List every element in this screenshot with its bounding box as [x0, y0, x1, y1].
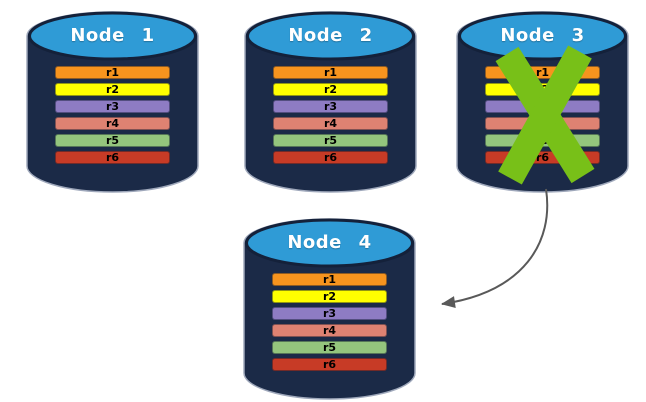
replica-bar-r5: r5: [272, 341, 387, 354]
replica-bar-r2: r2: [273, 83, 388, 96]
replica-bar-r4: r4: [272, 324, 387, 337]
replica-bar-r3: r3: [55, 100, 170, 113]
node-1: Node 1 r1 r2 r3 r4 r5 r6: [25, 8, 200, 198]
replica-stack: r1 r2 r3 r4 r5 r6: [55, 66, 170, 168]
replica-stack: r1 r2 r3 r4 r5 r6: [272, 273, 387, 375]
replica-bar-r6: r6: [272, 358, 387, 371]
cylinder-top: [28, 11, 197, 61]
replica-bar-r3: r3: [273, 100, 388, 113]
node-4: Node 4 r1 r2 r3 r4 r5 r6: [242, 215, 417, 402]
replica-bar-r6: r6: [55, 151, 170, 164]
cylinder-top: [246, 11, 415, 61]
replica-bar-r4: r4: [273, 117, 388, 130]
node-3-failed: Node 3 r1 r2 r3 r4 r5 r6: [455, 8, 630, 198]
replica-bar-r5: r5: [273, 134, 388, 147]
node-title: Node 4: [287, 232, 372, 253]
replica-bar-r5: r5: [55, 134, 170, 147]
replica-bar-r2: r2: [272, 290, 387, 303]
x-icon: [495, 45, 595, 185]
replica-bar-r1: r1: [273, 66, 388, 79]
node-title: Node 1: [70, 25, 155, 46]
node-title: Node 2: [288, 25, 373, 46]
replica-bar-r2: r2: [55, 83, 170, 96]
replica-stack: r1 r2 r3 r4 r5 r6: [273, 66, 388, 168]
replica-bar-r4: r4: [55, 117, 170, 130]
replica-bar-r1: r1: [55, 66, 170, 79]
replica-bar-r1: r1: [272, 273, 387, 286]
replica-bar-r6: r6: [273, 151, 388, 164]
node-title: Node 3: [500, 25, 585, 46]
cylinder-top: [245, 218, 414, 268]
arrow-curve: [441, 188, 549, 309]
replica-bar-r3: r3: [272, 307, 387, 320]
node-2: Node 2 r1 r2 r3 r4 r5 r6: [243, 8, 418, 198]
cylinder-top: [458, 11, 627, 61]
